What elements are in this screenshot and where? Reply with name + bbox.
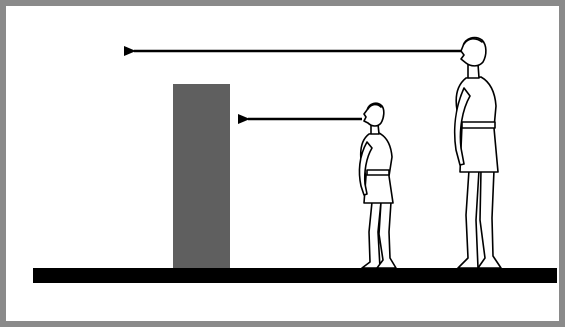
short-person-belt: [367, 170, 389, 175]
ground-bar: [33, 268, 557, 283]
tall-person-figure: [455, 38, 501, 268]
tall-person-back-leg: [458, 170, 479, 268]
wall-block: [173, 84, 230, 272]
short-person-figure: [359, 103, 396, 268]
tall-person-front-leg: [478, 170, 501, 268]
short-person-back-leg: [362, 202, 381, 268]
tall-person-belt: [462, 122, 495, 128]
